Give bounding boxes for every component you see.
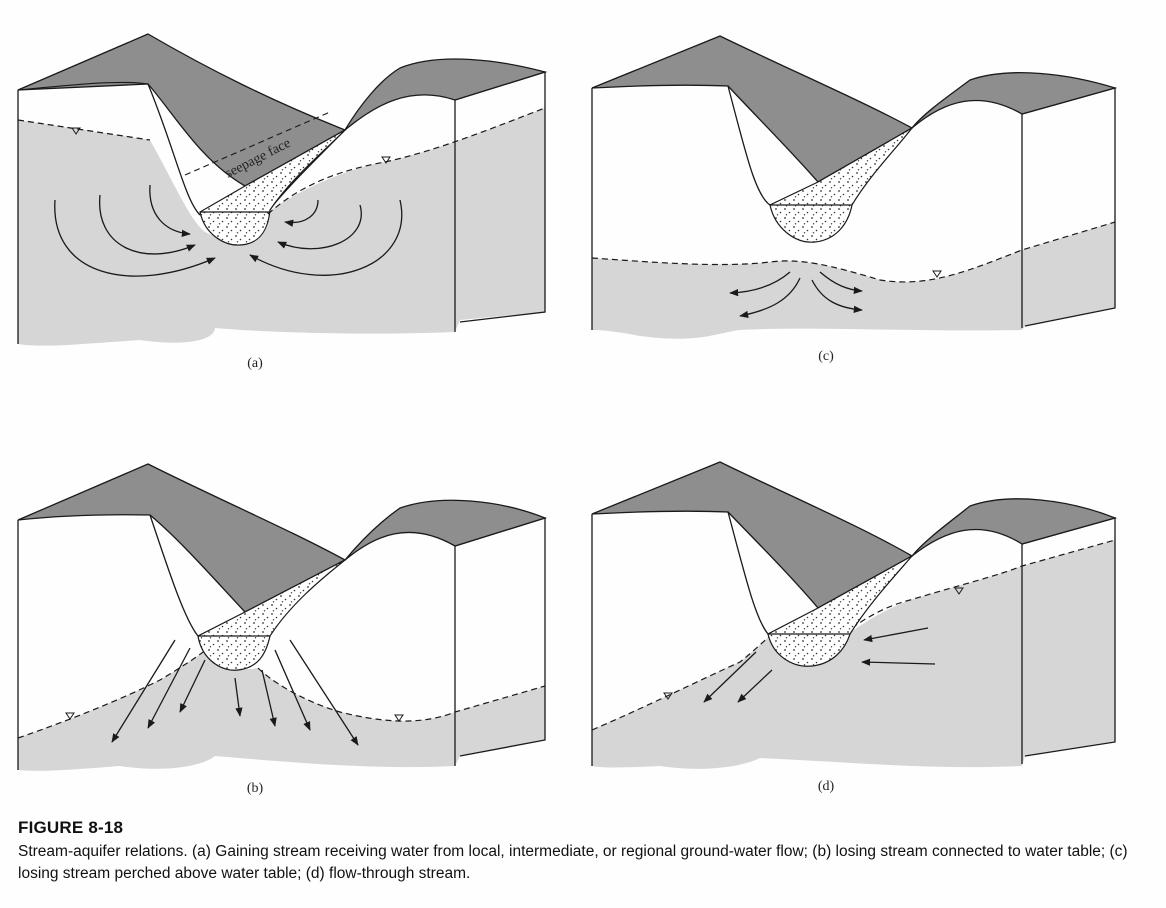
flow-arrows	[111, 639, 359, 746]
water-table-symbol	[932, 270, 942, 278]
stream-alluvium	[199, 129, 346, 246]
right-land-surface	[911, 72, 1118, 129]
water-table-left	[17, 119, 151, 141]
water-table	[591, 221, 1116, 283]
figure-caption: FIGURE 8-18 Stream-aquifer relations. (a…	[18, 818, 1138, 885]
water-table-right	[257, 667, 546, 722]
flow-arrows	[703, 627, 936, 703]
panel-label: (c)	[818, 349, 834, 364]
right-land-surface	[344, 58, 548, 131]
saturated-zone	[18, 108, 545, 346]
water-table-symbol	[394, 714, 404, 722]
panel-label: (b)	[247, 781, 264, 796]
flow-arrows	[729, 271, 863, 318]
figure-number: FIGURE 8-18	[18, 818, 124, 837]
flow-arrows	[54, 184, 403, 277]
water-table-symbol	[381, 156, 391, 164]
stream-alluvium	[769, 127, 913, 243]
saturated-zone	[592, 222, 1115, 339]
water-table-symbol	[71, 127, 81, 135]
left-land-surface	[591, 35, 914, 183]
stream-aquifer-figure: seepage face (a) (c)	[17, 33, 1118, 796]
saturated-zone	[592, 540, 1115, 769]
stream-alluvium	[767, 555, 913, 667]
panel-label: (a)	[247, 356, 263, 371]
panel-a: seepage face (a)	[17, 33, 548, 371]
left-front-top	[17, 81, 149, 91]
water-table-left	[17, 647, 209, 739]
panel-d: (d)	[591, 461, 1118, 794]
water-table-symbol	[65, 712, 75, 720]
water-table-left	[591, 633, 773, 731]
stream-alluvium	[197, 559, 346, 671]
right-land-surface	[344, 499, 547, 561]
panel-label: (d)	[818, 779, 835, 794]
panel-c: (c)	[591, 35, 1118, 364]
water-table-right	[267, 107, 546, 215]
right-land-surface	[911, 498, 1118, 557]
panel-b: (b)	[17, 463, 547, 796]
water-table-right	[851, 539, 1116, 629]
left-land-surface	[591, 461, 914, 609]
saturated-zone	[18, 648, 545, 771]
left-land-surface	[17, 463, 347, 613]
water-table-symbol	[663, 692, 673, 700]
water-table-symbol	[954, 587, 964, 595]
caption-text: Stream-aquifer relations. (a) Gaining st…	[18, 843, 1128, 882]
